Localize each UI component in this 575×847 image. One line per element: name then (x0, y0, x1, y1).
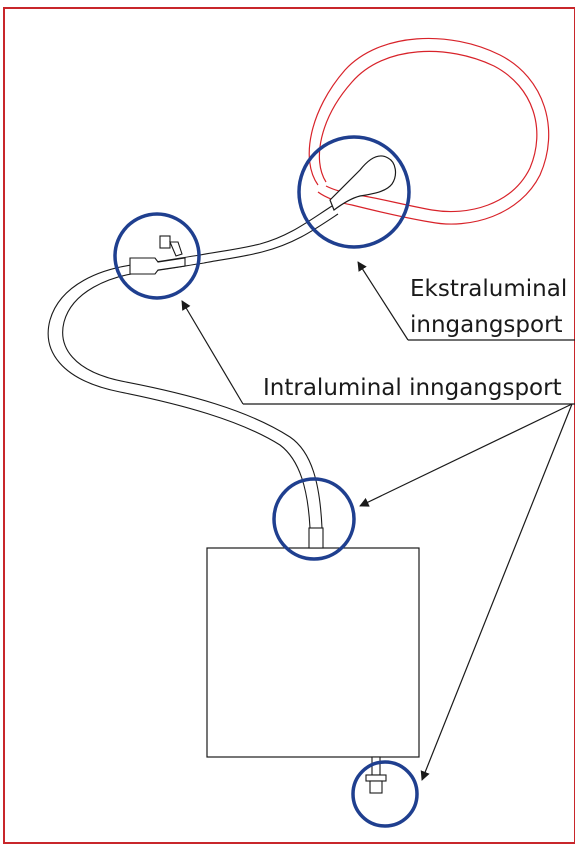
label-extraluminal-line1: Ekstraluminal (410, 276, 567, 302)
urethra-outline (308, 37, 550, 225)
label-extraluminal-line2: inngangsport (410, 312, 563, 338)
catheter-balloon (329, 155, 397, 211)
circle-connector (113, 212, 201, 300)
drainage-bag (206, 547, 420, 758)
frame-border (3, 7, 575, 844)
label-intraluminal: Intraluminal inngangsport (263, 375, 562, 401)
circle-extraluminal (297, 135, 411, 249)
drain-valve (365, 756, 387, 794)
bag-inlet (308, 527, 324, 549)
arrow-extraluminal (357, 261, 409, 341)
leader-lines (181, 261, 575, 781)
circle-drain-valve (351, 760, 419, 828)
catheter-tube (47, 205, 339, 529)
arrow-intraluminal-bag (359, 403, 573, 507)
arrow-intraluminal-connector (181, 300, 244, 405)
entry-circles (113, 135, 419, 828)
arrow-intraluminal-valve (420, 403, 573, 781)
catheter-connector (129, 235, 186, 275)
circle-bag-inlet (272, 477, 356, 561)
